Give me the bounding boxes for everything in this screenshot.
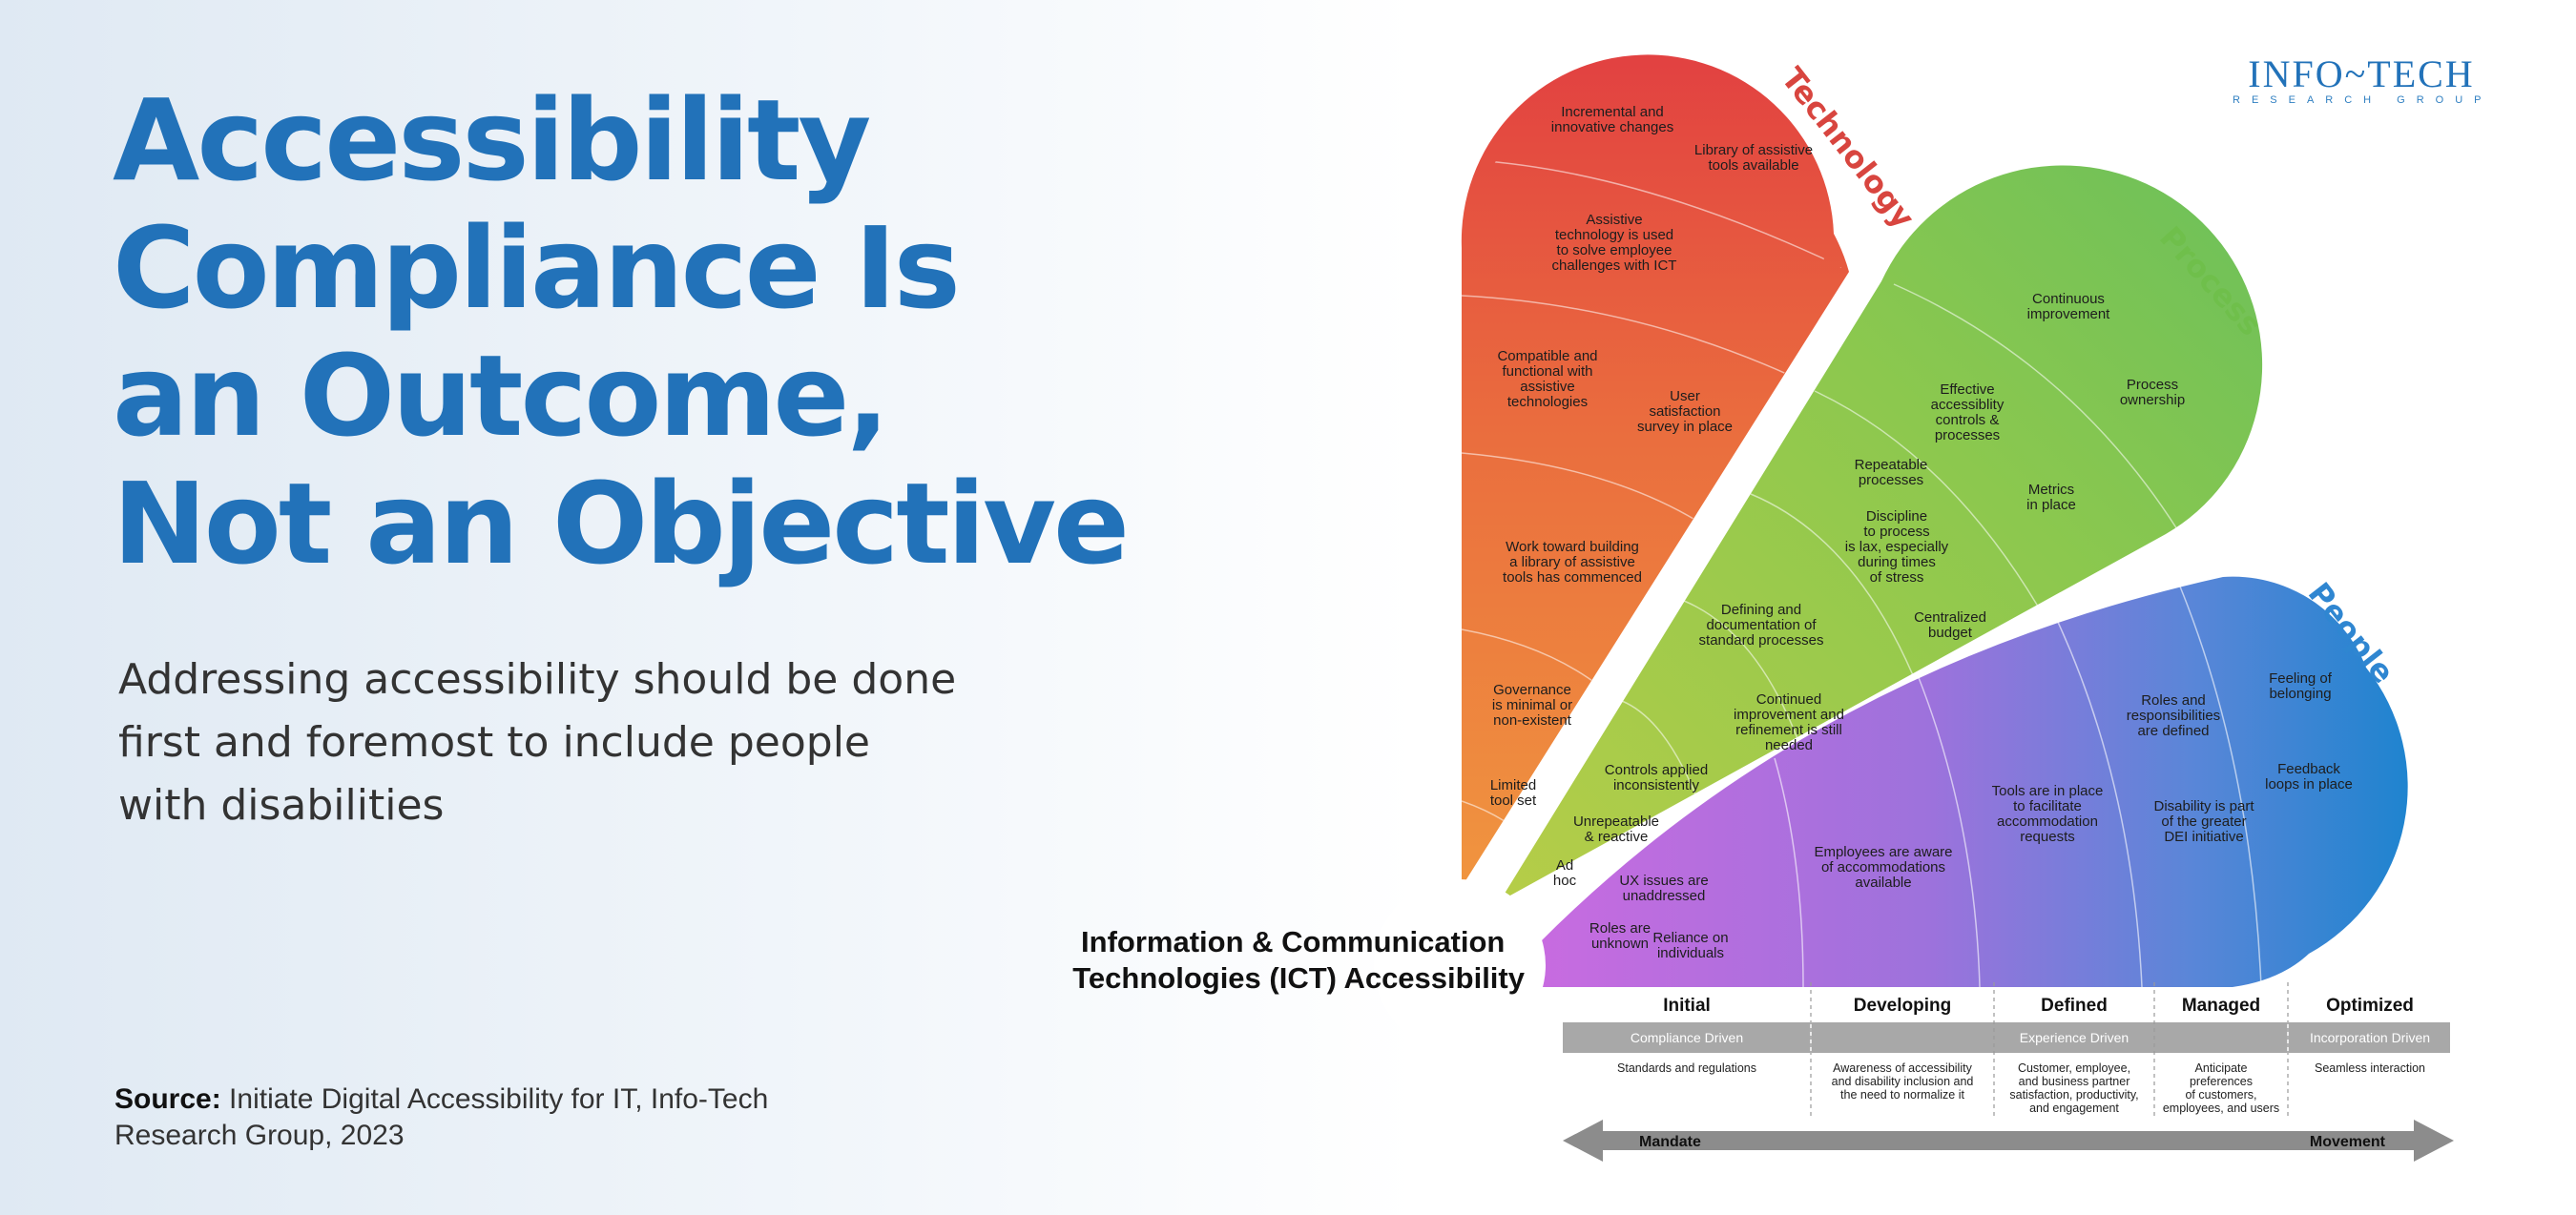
- driver-bands: Compliance Driven Experience Driven Incorp…: [1631, 1022, 2430, 1053]
- level-developing: Developing: [1854, 996, 1951, 1016]
- diagram-hub: [1374, 879, 1546, 1051]
- process-cell: Unrepeatable& reactive: [1573, 813, 1659, 845]
- driver-band: Compliance Driven: [1631, 1030, 1743, 1045]
- subtitle-line: first and foremost to include people: [118, 718, 870, 767]
- title-line: Not an Objective: [113, 458, 1130, 589]
- driver-band: Experience Driven: [2020, 1030, 2129, 1045]
- source-citation: Source: Initiate Digital Accessibility f…: [114, 1081, 840, 1154]
- logo-name: INFO~TECH: [2248, 52, 2475, 95]
- level-description: Standards and regulations: [1617, 1061, 1756, 1075]
- people-petal-shape: [1538, 576, 2408, 987]
- subtitle: Addressing accessibility should be done …: [118, 649, 1120, 837]
- subtitle-line: with disabilities: [118, 781, 445, 830]
- maturity-levels: Initial Developing Defined Managed Optimized: [1663, 996, 2414, 1016]
- arrow-right-label: Movement: [2310, 1134, 2386, 1150]
- source-label: Source:: [114, 1083, 221, 1115]
- title-line: Compliance Is: [113, 202, 961, 334]
- title-line: an Outcome,: [113, 330, 889, 462]
- center-label-line: Technologies (ICT) Accessibility: [1072, 961, 1525, 995]
- subtitle-line: Addressing accessibility should be done: [118, 655, 957, 704]
- page-title: Accessibility Compliance Is an Outcome, …: [113, 76, 1257, 587]
- center-label-line: Information & Communication: [1081, 925, 1505, 958]
- info-tech-logo: INFO~TECH RESEARCH GROUP: [2233, 51, 2490, 106]
- process-petal-shape: [1500, 165, 2263, 901]
- people-petal: [1538, 576, 2408, 988]
- logo-tagline: RESEARCH GROUP: [2233, 94, 2493, 106]
- arrow-left-label: Mandate: [1639, 1134, 1701, 1150]
- level-managed: Managed: [2182, 996, 2260, 1016]
- center-label: Information & Communication Technologies…: [1072, 925, 1525, 995]
- driver-bar: [1563, 1022, 2450, 1053]
- level-initial: Initial: [1663, 996, 1711, 1016]
- level-descriptions: Standards and regulations Awareness of ac…: [1617, 1061, 2425, 1115]
- level-optimized: Optimized: [2326, 996, 2414, 1016]
- level-defined: Defined: [2041, 996, 2108, 1016]
- driver-band: Incorporation Driven: [2310, 1030, 2430, 1045]
- level-description: Seamless interaction: [2315, 1061, 2425, 1075]
- source-text: Research Group, 2023: [114, 1120, 405, 1151]
- technology-petal-shape: [1461, 54, 1849, 888]
- double-arrow: [1563, 1120, 2454, 1162]
- title-line: Accessibility: [113, 74, 871, 206]
- source-text: Initiate Digital Accessibility for IT, I…: [229, 1083, 769, 1115]
